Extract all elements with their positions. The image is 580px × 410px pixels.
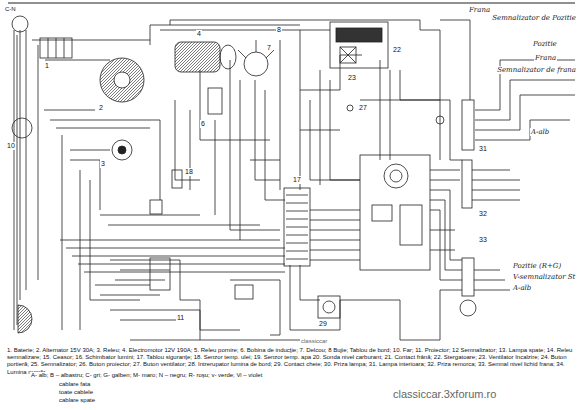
starter-end	[220, 45, 236, 69]
wires	[20, 20, 575, 340]
fuses	[286, 195, 308, 259]
handwritten-note: Semnalizator de Pozitie	[491, 14, 577, 22]
brake-fluid-sensor	[436, 116, 444, 124]
handwritten-note: Frana	[468, 6, 491, 14]
fan-switch	[347, 105, 353, 111]
sensor	[150, 200, 162, 214]
wiper-motor-body	[336, 28, 382, 42]
callout-number: 18	[184, 168, 194, 176]
connector-rear	[462, 258, 474, 296]
headlight-lower	[18, 305, 32, 333]
wire-bundle-left	[14, 30, 180, 330]
gauge	[390, 170, 402, 182]
callout-number: 29	[318, 320, 328, 328]
flasher-relay	[235, 285, 253, 299]
starter-motor	[175, 42, 220, 72]
note: cablare fata	[58, 381, 91, 388]
scan-border	[8, 2, 575, 3]
callout-number: 27	[358, 104, 368, 112]
watermark: classiccar	[300, 338, 328, 345]
heater-fan	[340, 47, 356, 63]
instrument-panel	[360, 155, 430, 270]
relay-core	[118, 146, 126, 154]
callout-number: 7	[266, 44, 272, 52]
connector-trailer	[462, 160, 472, 208]
handwritten-note: Frana	[534, 54, 557, 62]
note: toate cablele	[58, 389, 94, 396]
note: cablare spate	[58, 397, 96, 404]
alternator	[100, 58, 144, 102]
headlight	[12, 118, 32, 138]
alternator-hub	[114, 72, 130, 88]
handwritten-note: A-alb	[530, 128, 550, 136]
callout-number: 31	[478, 145, 488, 153]
connector-interior-lamp	[462, 100, 474, 150]
rear-lamp	[460, 300, 476, 316]
relay	[112, 140, 132, 160]
callout-number: 3	[100, 160, 106, 168]
callout-number: 8	[276, 26, 282, 34]
distributor	[244, 52, 268, 76]
callout-number: 4	[196, 30, 202, 38]
handwritten-note: Pozitie (R+G)	[512, 262, 562, 270]
callout-number: 1	[44, 62, 50, 70]
watermark: classiccar.3xforum.ro	[392, 388, 497, 401]
callout-number: 22	[392, 46, 402, 54]
callout-number: 23	[347, 74, 357, 82]
wiper-motor	[330, 22, 388, 68]
wire-code: C-N	[4, 6, 17, 13]
ignition-key	[323, 301, 335, 313]
handwritten-note: V-semnalizator St	[512, 273, 576, 281]
callout-number: 11	[176, 314, 185, 322]
callout-number: 33	[478, 236, 488, 244]
sensor	[172, 170, 182, 188]
callout-number: 6	[200, 120, 206, 128]
light-switch	[150, 258, 170, 290]
callout-number: 17	[292, 176, 302, 184]
battery	[40, 38, 72, 58]
handwritten-note: Pozitie	[532, 40, 558, 48]
ignition-switch	[318, 296, 340, 318]
fuse-box	[284, 188, 310, 266]
handwritten-note: Semnalizator de frana	[496, 66, 577, 74]
side-lamp	[12, 16, 28, 32]
spark-leads	[238, 40, 274, 58]
callout-number: 32	[478, 210, 488, 218]
color-code: A- alb; B – albastru; C- gri; G- galben;…	[30, 372, 263, 379]
handwritten-note: A-alb	[512, 284, 532, 292]
callout-number: 2	[98, 104, 104, 112]
ignition-coil	[208, 88, 222, 114]
warning-lamps	[400, 205, 422, 245]
clock	[372, 205, 392, 221]
gauge	[384, 164, 408, 188]
battery-cells	[48, 38, 64, 58]
fan-blades	[340, 47, 356, 63]
callout-number: 10	[6, 142, 16, 150]
